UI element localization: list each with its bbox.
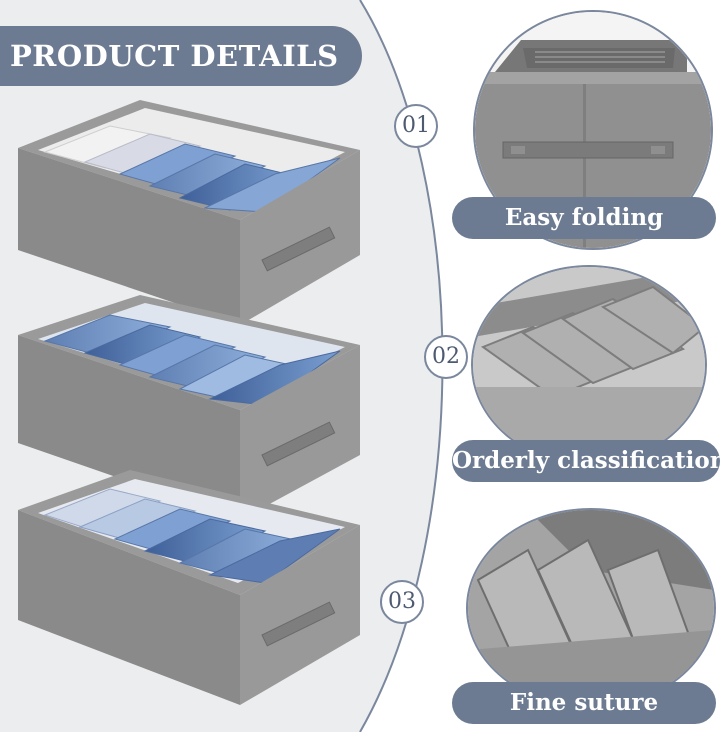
box-top: [18, 100, 360, 325]
orderly-classification-image: [471, 265, 707, 465]
easy-folding-label: Easy folding: [452, 197, 716, 239]
box-middle: [18, 295, 360, 520]
product-details-banner: PRODUCT DETAILS: [0, 26, 362, 86]
box-bottom: [18, 470, 360, 705]
orderly-classification-label: Orderly classification: [452, 440, 720, 482]
feature-number-01: 01: [394, 104, 438, 148]
feature-number-03: 03: [380, 580, 424, 624]
feature-number-02: 02: [424, 335, 468, 379]
stacked-boxes-image: [18, 100, 360, 705]
fine-suture-image: [466, 508, 716, 708]
fine-suture-label: Fine suture: [452, 682, 716, 724]
banner-title: PRODUCT DETAILS: [10, 39, 339, 73]
